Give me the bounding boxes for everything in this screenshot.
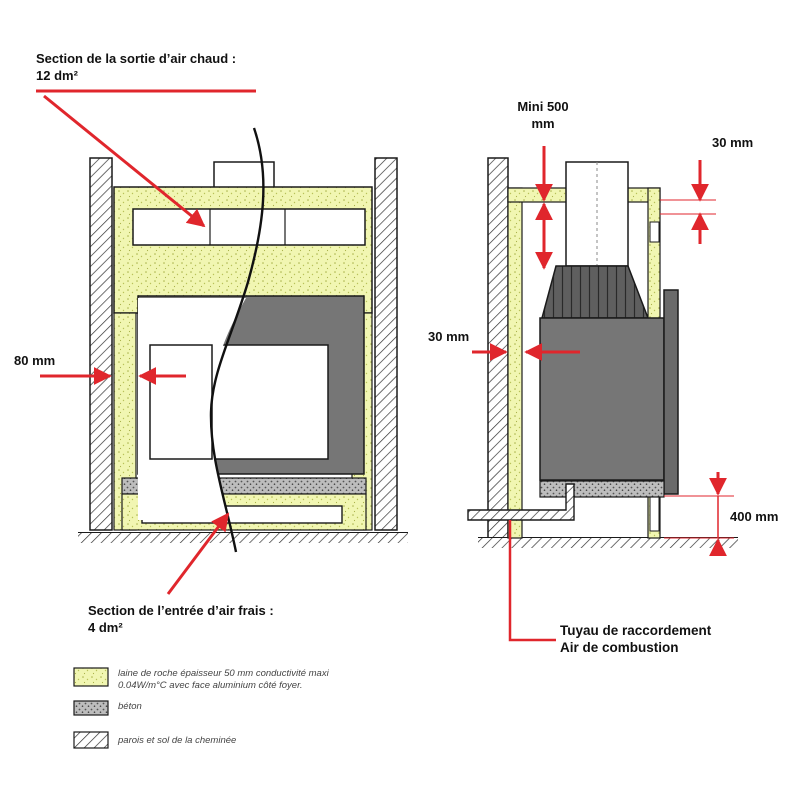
firebox-body (539, 317, 665, 481)
legend-wall-swatch (73, 731, 109, 749)
fresh-air-inlet-line2: 4 dm² (88, 620, 123, 635)
mini-500-label: Mini 500 mm (508, 98, 578, 132)
connection-pipe-label: Tuyau de raccordement Air de combustion (560, 622, 711, 656)
dim-30-side-label: 30 mm (428, 329, 470, 344)
left-wall (89, 157, 113, 531)
legend-concrete-text: béton (118, 701, 142, 713)
floor-hatch (78, 533, 408, 543)
side-floor-hatch (478, 538, 738, 548)
cutaway-break-line (209, 127, 265, 553)
legend-insulation-text: laine de roche épaisseur 50 mm conductiv… (118, 668, 329, 692)
side-view (467, 157, 738, 548)
legend-swatches (73, 667, 109, 749)
mini-500-line1: Mini 500 (517, 99, 569, 114)
connection-pipe-line1: Tuyau de raccordement (560, 623, 712, 638)
legend-insulation-swatch (73, 667, 109, 687)
front-view (78, 127, 408, 553)
pipe-leader-line (508, 520, 556, 642)
firebox-hood (541, 265, 650, 319)
side-concrete-base (539, 480, 665, 498)
legend-wall-text: parois et sol de la cheminée (118, 735, 236, 747)
hot-air-arrow (43, 94, 206, 228)
back-wall (487, 157, 509, 539)
legend-concrete-swatch (73, 700, 109, 716)
annotations (36, 89, 734, 642)
hot-air-outlet-label: Section de la sortie d’air chaud : 12 dm… (36, 50, 236, 84)
connection-pipe-line2: Air de combustion (560, 640, 679, 655)
fresh-air-inlet-label: Section de l’entrée d’air frais : 4 dm² (88, 602, 274, 636)
flue-pipe (213, 161, 275, 189)
mini-500-line2: mm (531, 116, 555, 131)
insulation-hood (113, 186, 373, 314)
right-wall (374, 157, 398, 531)
dim-400-label: 400 mm (730, 509, 779, 524)
legend-insulation-line2: 0.04W/m°C avec face aluminium côté foyer… (118, 680, 303, 691)
legend-insulation-line1: laine de roche épaisseur 50 mm conductiv… (118, 668, 329, 679)
front-door (663, 289, 679, 495)
legend-wall-line1: parois et sol de la cheminée (118, 735, 237, 746)
fresh-air-arrow (166, 512, 230, 595)
hot-air-outlet-line2: 12 dm² (36, 68, 78, 83)
side-insulation-back (507, 187, 523, 539)
cutaway-area (138, 298, 246, 520)
dim-80-label: 80 mm (14, 353, 56, 368)
side-flue-pipe (565, 161, 629, 267)
hot-air-outlet-line1: Section de la sortie d’air chaud : (36, 51, 237, 66)
combustion-air-pipe (467, 483, 575, 521)
legend-concrete-line1: béton (118, 701, 142, 712)
dim-30-top-label: 30 mm (712, 135, 754, 150)
fresh-air-inlet-line1: Section de l’entrée d’air frais : (88, 603, 274, 618)
hot-air-grille (132, 208, 366, 246)
